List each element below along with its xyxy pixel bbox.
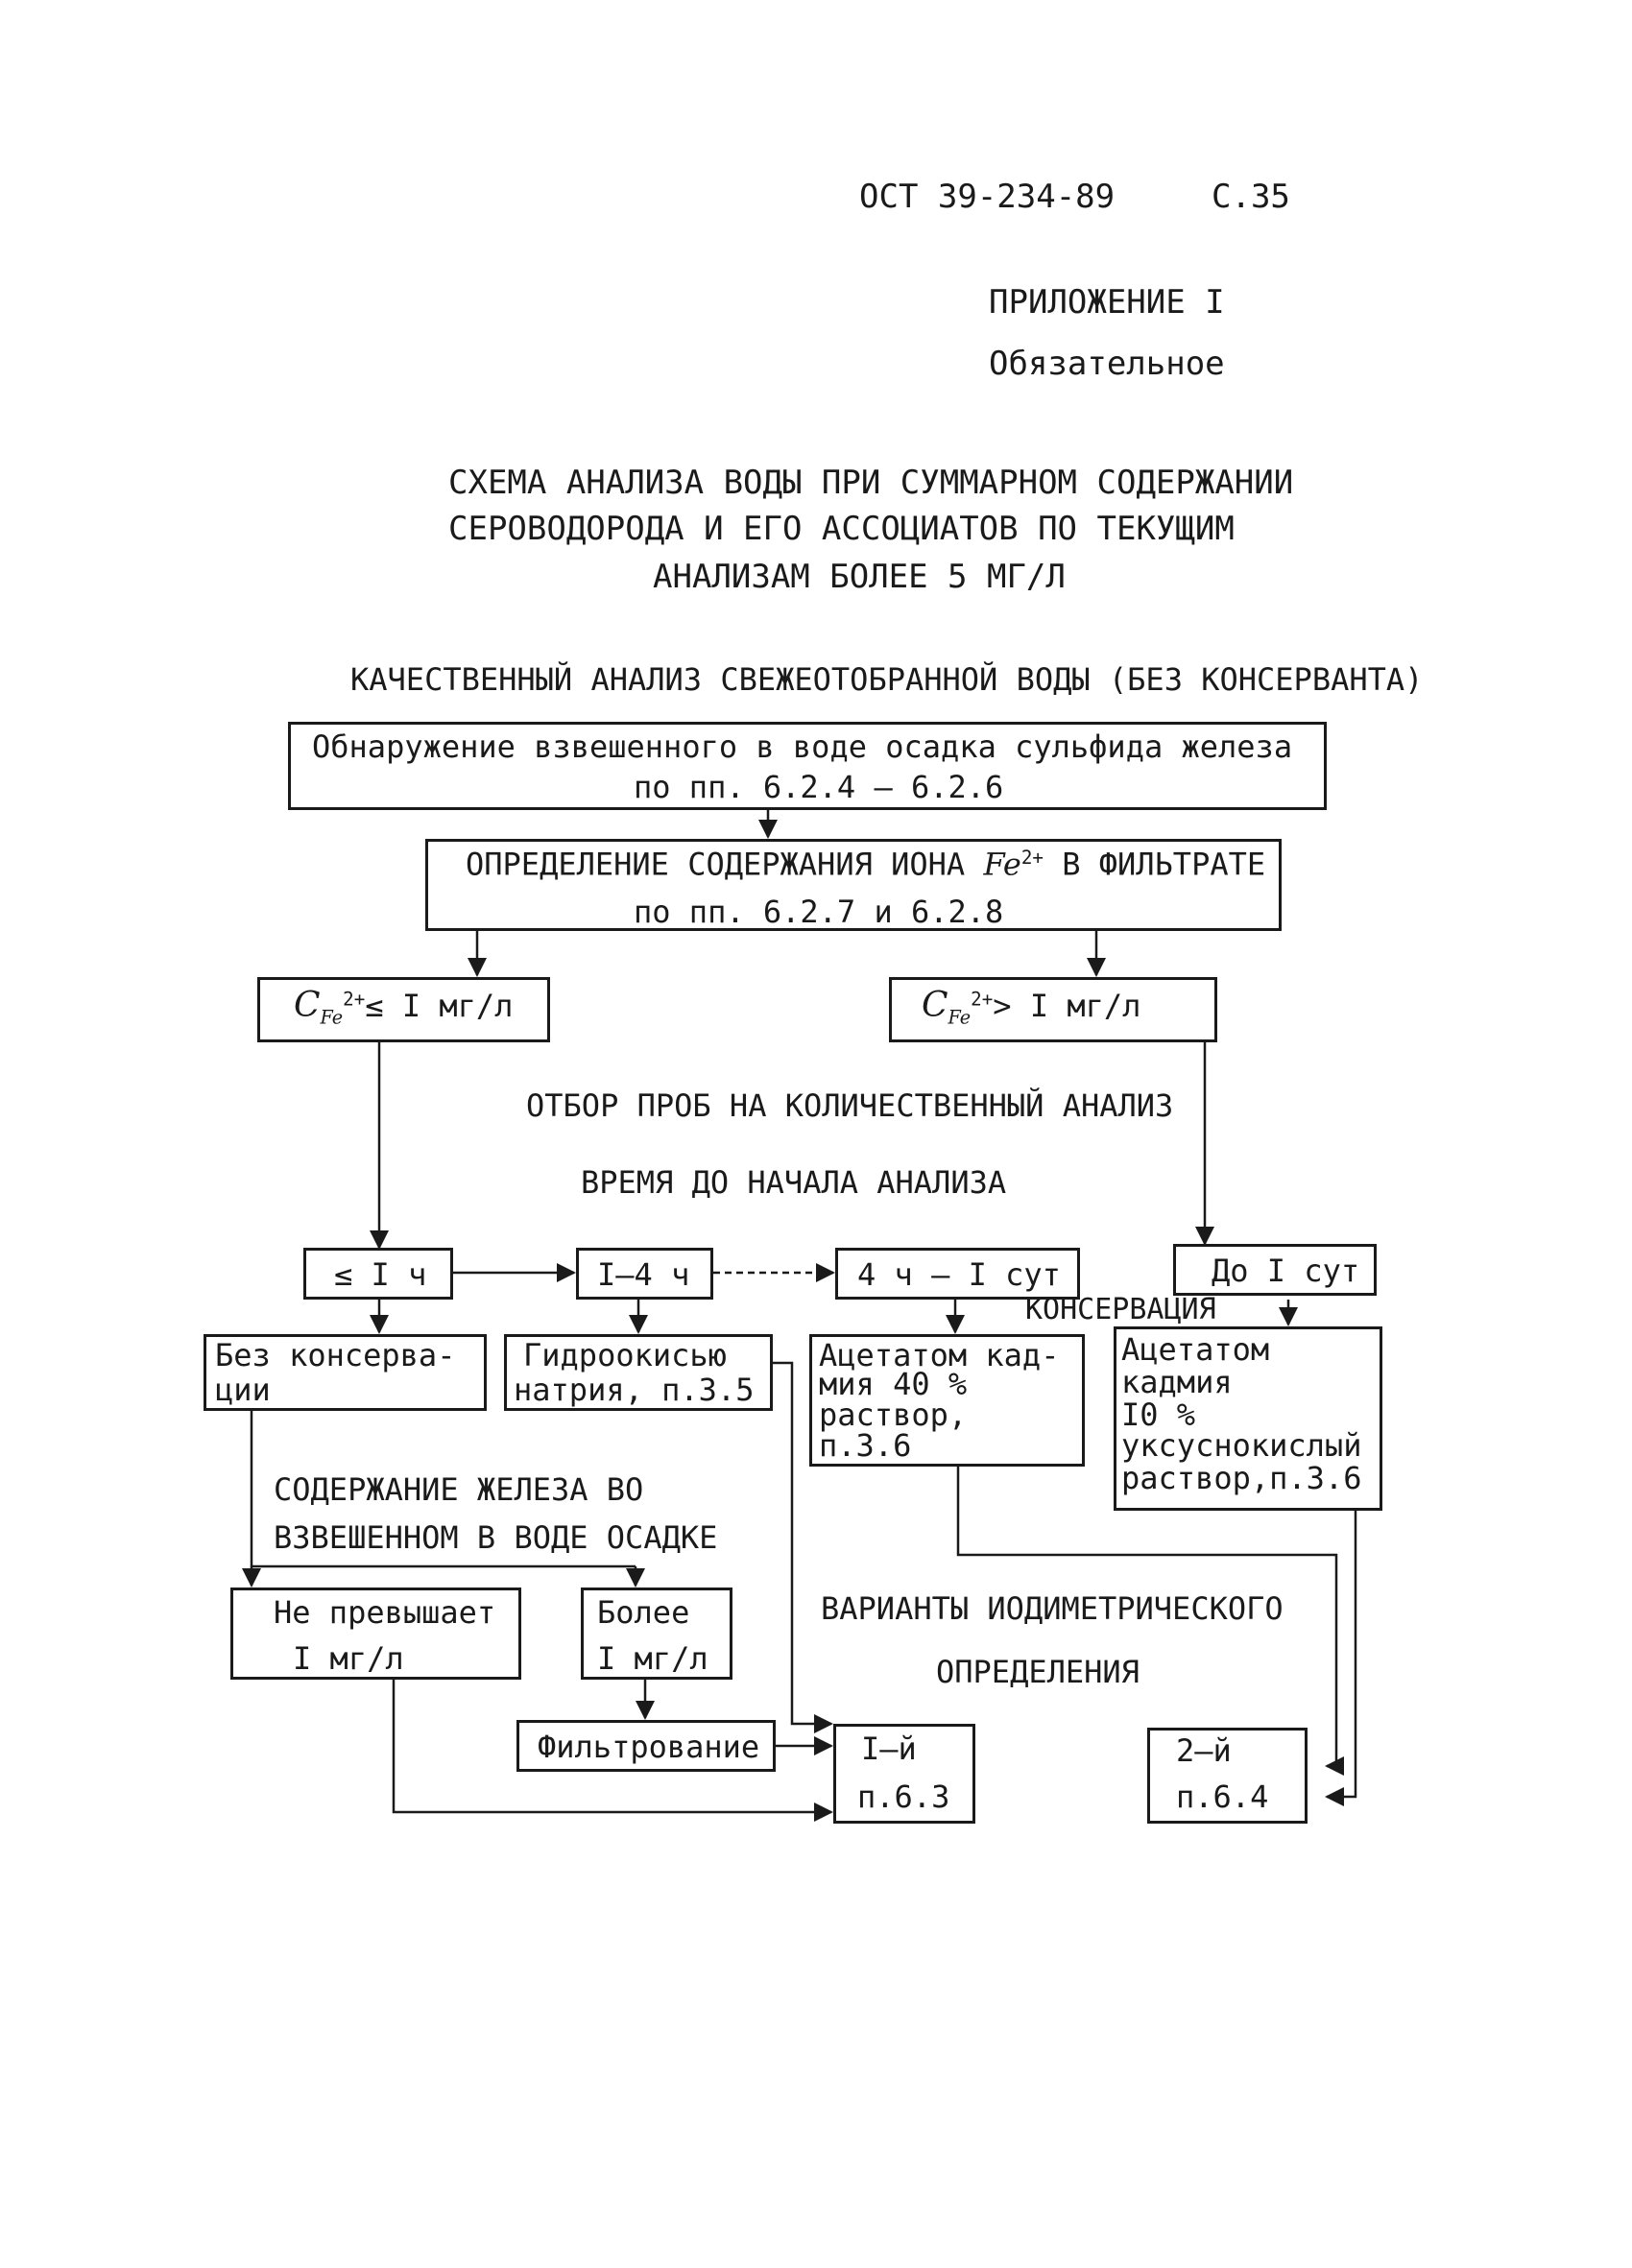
cadmium-acetate-40-text-3: раствор,: [819, 1397, 968, 1433]
variant-2-text-2: п.6.4: [1176, 1779, 1269, 1815]
variants-label-1: ВАРИАНТЫ ИОДИМЕТРИЧЕСКОГО: [821, 1590, 1284, 1627]
arrow-cd10-to-v2: [1325, 1511, 1357, 1806]
cadmium-acetate-10-text-1: Ацетатом: [1121, 1331, 1270, 1368]
more-than-text-2: I мг/л: [597, 1640, 708, 1677]
not-exceeding-text-2: I мг/л: [293, 1640, 404, 1677]
fe-determination-text: ОПРЕДЕЛЕНИЕ СОДЕРЖАНИЯ ИОНА Fe2+ В ФИЛЬТ…: [466, 846, 1266, 883]
appendix-label: ПРИЛОЖЕНИЕ I: [989, 283, 1225, 322]
time-up-to-1d-box: [1173, 1244, 1377, 1296]
sodium-hydroxide-text-1: Гидроокисью: [523, 1337, 727, 1373]
document-number: ОСТ 39-234-89: [859, 178, 1116, 216]
more-than-text-1: Более: [597, 1594, 690, 1631]
arrow-notexc-to-v1: [392, 1680, 833, 1822]
time-le-1h-text: ≤ I ч: [334, 1256, 427, 1293]
iron-content-label-1: СОДЕРЖАНИЕ ЖЕЛЕЗА ВО: [274, 1471, 644, 1508]
not-exceeding-box: [230, 1588, 521, 1680]
more-than-box: [581, 1588, 732, 1680]
cadmium-acetate-10-text-2: кадмия: [1121, 1364, 1233, 1400]
page-number: С.35: [1212, 178, 1290, 216]
no-conservation-text-2: ции: [215, 1372, 271, 1408]
cadmium-acetate-40-text-4: п.3.6: [819, 1427, 912, 1464]
cadmium-acetate-40-box: [809, 1334, 1085, 1467]
condition-gt-1-text: CFe2+> I мг/л: [922, 986, 1141, 1029]
cadmium-acetate-10-text-3: I0 %: [1121, 1397, 1196, 1433]
detect-iron-sulfide-box: [288, 722, 1327, 810]
cadmium-acetate-10-text-5: раствор,п.3.6: [1121, 1460, 1362, 1496]
variant-2-text-1: 2–й: [1176, 1732, 1232, 1769]
time-1-4h-box: [576, 1248, 713, 1300]
title-line-1: СХЕМА АНАЛИЗА ВОДЫ ПРИ СУММАРНОМ СОДЕРЖА…: [448, 464, 1294, 502]
condition-gt-1-box: [889, 977, 1217, 1042]
filtering-box: [516, 1720, 776, 1772]
cadmium-acetate-40-text-2: мия 40 %: [819, 1366, 968, 1402]
no-conservation-text-1: Без консерва-: [215, 1337, 456, 1373]
sodium-hydroxide-text-2: натрия, п.3.5: [514, 1372, 755, 1408]
no-conservation-box: [204, 1334, 487, 1411]
time-to-start-label: ВРЕМЯ ДО НАЧАЛА АНАЛИЗА: [581, 1164, 1007, 1201]
condition-le-1-text: CFe2+≤ I мг/л: [294, 986, 514, 1029]
conservation-label: КОНСЕРВАЦИЯ: [1025, 1293, 1216, 1326]
time-1-4h-text: I–4 ч: [597, 1256, 690, 1293]
variant-2-box: [1147, 1728, 1308, 1824]
qualitative-analysis-label: КАЧЕСТВЕННЫЙ АНАЛИЗ СВЕЖЕОТОБРАННОЙ ВОДЫ…: [350, 661, 1424, 698]
detect-text-1: Обнаружение взвешенного в воде осадка су…: [312, 728, 1293, 765]
variants-label-2: ОПРЕДЕЛЕНИЯ: [936, 1654, 1140, 1690]
arrow-naoh-to-v1: [773, 1361, 833, 1733]
line-noc-to-split: [250, 1411, 636, 1568]
fe-determination-ref: по пп. 6.2.7 и 6.2.8: [634, 894, 1004, 930]
cadmium-acetate-40-text-1: Ацетатом кад-: [819, 1337, 1060, 1373]
title-line-3: АНАЛИЗАМ БОЛЕЕ 5 МГ/Л: [653, 558, 1066, 596]
variant-1-text-1: I–й: [861, 1731, 917, 1767]
not-exceeding-text-1: Не превышает: [274, 1594, 496, 1631]
filtering-text: Фильтрование: [538, 1729, 760, 1765]
time-up-to-1d-text: До I сут: [1212, 1253, 1360, 1289]
sampling-label: ОТБОР ПРОБ НА КОЛИЧЕСТВЕННЫЙ АНАЛИЗ: [526, 1087, 1174, 1124]
arrow-cd40-to-v2: [956, 1467, 1344, 1776]
cadmium-acetate-10-text-4: уксуснокислый: [1121, 1427, 1362, 1464]
fe-determination-box: [425, 839, 1282, 931]
iron-content-label-2: ВЗВЕШЕННОМ В ВОДЕ ОСАДКЕ: [274, 1519, 718, 1556]
time-le-1h-box: [303, 1248, 453, 1300]
condition-le-1-box: [257, 977, 550, 1042]
variant-1-text-2: п.6.3: [857, 1779, 950, 1815]
sodium-hydroxide-box: [504, 1334, 773, 1411]
time-4h-1d-text: 4 ч – I сут: [857, 1256, 1061, 1293]
variant-1-box: [833, 1724, 975, 1824]
detect-text-2: по пп. 6.2.4 – 6.2.6: [634, 769, 1004, 805]
title-line-2: СЕРОВОДОРОДА И ЕГО АССОЦИАТОВ ПО ТЕКУЩИМ: [448, 510, 1235, 548]
time-4h-1d-box: [835, 1248, 1080, 1300]
cadmium-acetate-10-box: [1114, 1326, 1382, 1511]
appendix-status: Обязательное: [989, 345, 1225, 383]
